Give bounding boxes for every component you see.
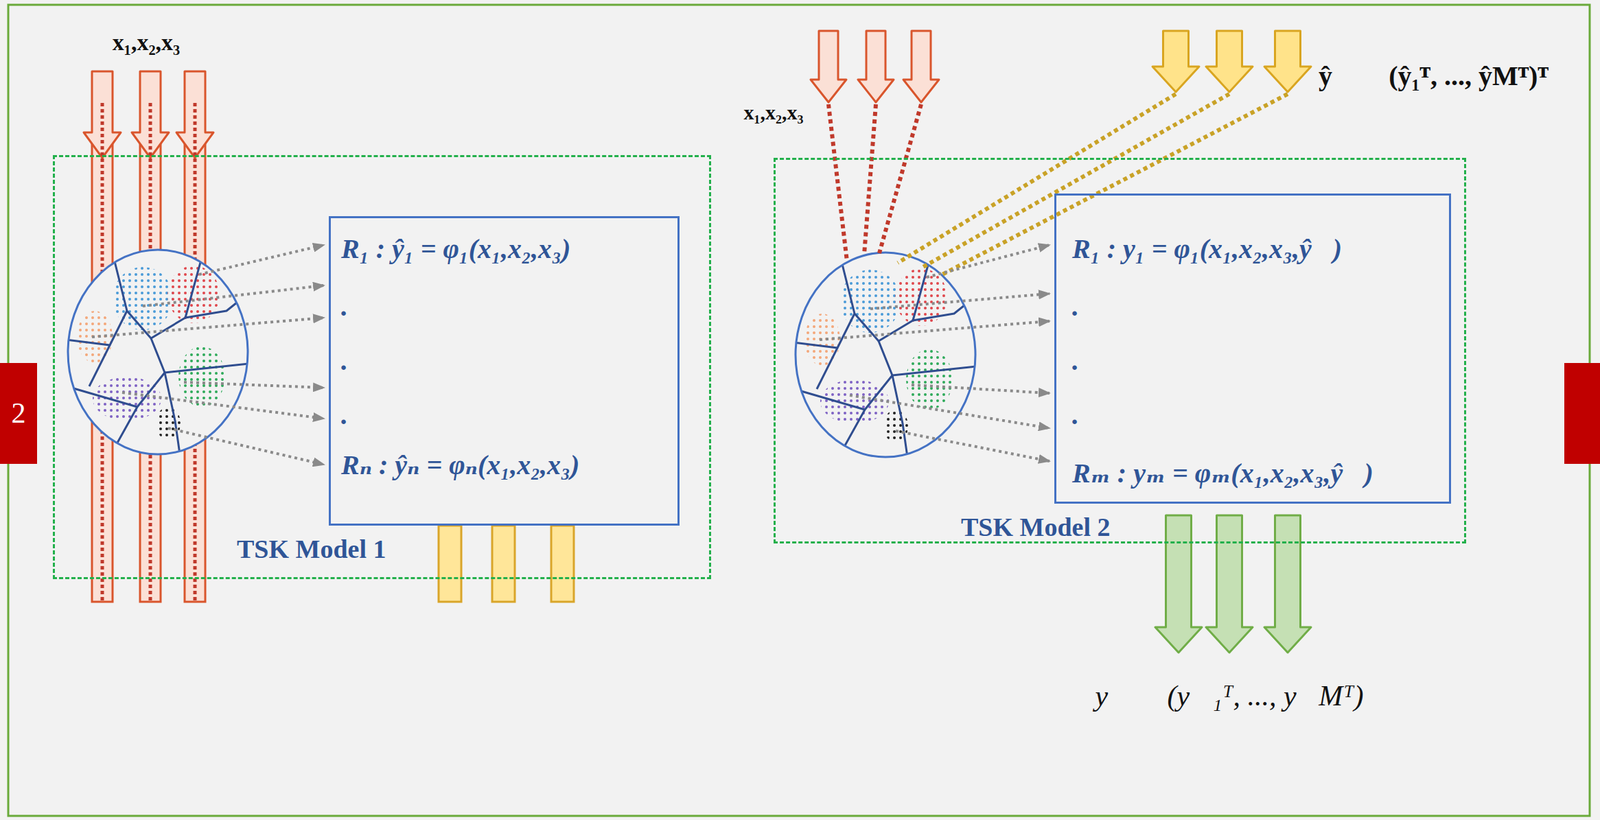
ellipsis-dot: .: [1072, 344, 1080, 378]
rule-pointer: [91, 245, 324, 465]
ellipsis-dot: .: [1072, 290, 1080, 324]
rule-formula: R₁ : ŷ₁ = φ₁(x₁,x₂,x₃): [341, 232, 571, 266]
model-title: TSK Model 1: [236, 534, 386, 566]
output-bar: [438, 525, 574, 602]
input-arrow: [810, 30, 939, 103]
rule-formula: R₁ : y₁ = φ₁(x₁,x₂,x₃,ŷ⃗): [1072, 232, 1342, 266]
rule-formula: Rₘ : yₘ = φₘ(x₁,x₂,x₃,ŷ⃗): [1072, 457, 1374, 491]
input-partition: [54, 242, 261, 469]
ellipsis-dot: .: [1072, 398, 1080, 432]
model-region: TSK Model 1 R₁ : ŷ₁ = φ₁(x₁,x₂,x₃)... Rₙ :…: [52, 155, 712, 580]
model-title: TSK Model 2: [960, 512, 1110, 544]
input-partition: [782, 245, 989, 472]
ellipsis-dot: .: [341, 290, 349, 324]
page-number: 2: [11, 396, 27, 431]
ellipsis-dot: .: [341, 344, 349, 378]
signal-line: [828, 104, 922, 262]
input-label: x₁,x₂,x₃: [744, 100, 804, 125]
output-arrow: [1155, 515, 1312, 653]
page-tab: [1564, 363, 1600, 465]
input-label: x₁,x₂,x₃: [112, 28, 181, 57]
rule-box: R₁ : ŷ₁ = φ₁(x₁,x₂,x₃)... Rₙ : ŷₙ = φₙ(x₁…: [328, 216, 680, 526]
rule-formula: Rₙ : ŷₙ = φₙ(x₁,x₂,x₃): [341, 448, 580, 482]
rule-box: R₁ : y₁ = φ₁(x₁,x₂,x₃,ŷ⃗)... Rₘ : yₘ = φₘ…: [1054, 193, 1452, 504]
formula-label: ŷ⃗ ≜ (ŷ₁ᵀ, ..., ŷMᵀ)ᵀ: [1318, 59, 1549, 93]
ellipsis-dot: .: [341, 398, 349, 432]
input-arrow: [83, 71, 214, 158]
model-region: TSK Model 2R₁ : y₁ = φ₁(x₁,x₂,x₃,ŷ⃗)...R…: [773, 157, 1467, 544]
feedback-arrow: [1152, 30, 1312, 92]
formula-label: y⃗ ≜ (y⃗₁ᵀ, ..., y⃗Mᵀ): [1094, 678, 1364, 714]
page-tab: 2: [0, 363, 38, 465]
rule-pointer: [819, 245, 1050, 462]
page-frame: [8, 4, 1590, 817]
